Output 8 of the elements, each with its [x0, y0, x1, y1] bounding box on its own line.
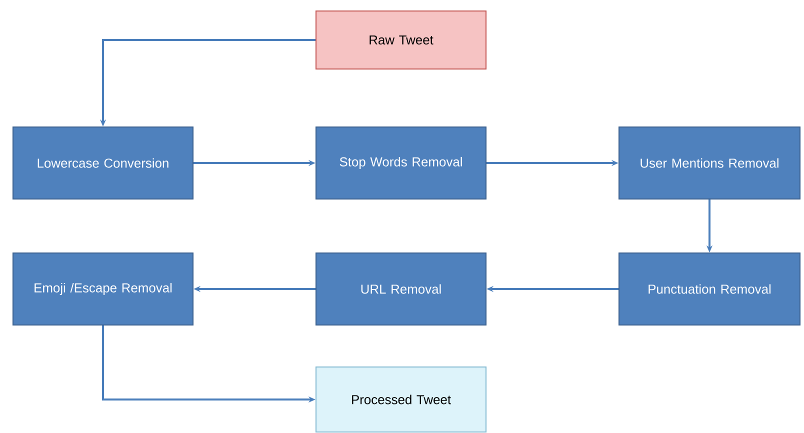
- process-box: URL Removal: [316, 252, 486, 326]
- process-box: Stop Words Removal: [316, 126, 486, 200]
- process-box: Emoji /Escape Removal: [12, 252, 194, 326]
- process-box: User Mentions Removal: [618, 126, 800, 200]
- process-box: Lowercase Conversion: [12, 126, 194, 200]
- process-box: Punctuation Removal: [618, 252, 800, 326]
- end-box: Processed Tweet: [316, 366, 486, 432]
- start-box: Raw Tweet: [316, 10, 486, 70]
